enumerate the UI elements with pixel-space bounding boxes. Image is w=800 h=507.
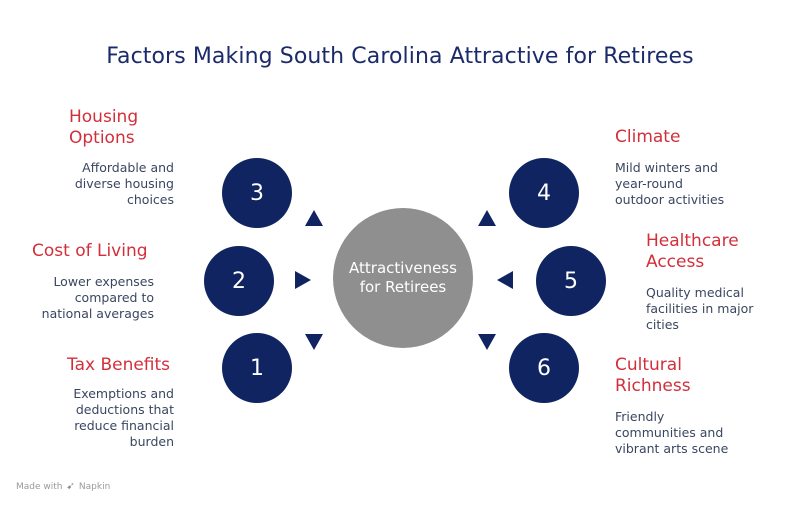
factor-3-description: Affordable and diverse housing choices: [74, 160, 174, 207]
made-with-footer: Made with ➹ Napkin: [16, 481, 110, 492]
factor-5-description: Quality medical facilities in major citi…: [646, 285, 754, 332]
factor-3-circle: 3: [222, 158, 292, 228]
diagram-title: Factors Making South Carolina Attractive…: [106, 44, 694, 69]
center-label-line1: Attractiveness: [349, 259, 457, 277]
factor-6-circle: 6: [509, 333, 579, 403]
factor-4-circle: 4: [509, 158, 579, 228]
napkin-logo-icon: ➹: [66, 481, 75, 492]
factor-2-circle: 2: [204, 246, 274, 316]
factor-1-description: Exemptions and deductions that reduce fi…: [73, 386, 174, 449]
center-hub: Attractiveness for Retirees: [333, 208, 473, 348]
factor-5-heading: Healthcare Access: [646, 231, 739, 272]
arrow-right-icon: [295, 271, 311, 289]
arrow-up-icon: [478, 210, 496, 226]
arrow-down-icon: [305, 334, 323, 350]
factor-1-heading: Tax Benefits: [67, 355, 171, 375]
factor-4-description: Mild winters and year-round outdoor acti…: [615, 160, 725, 207]
factor-2-description: Lower expenses compared to national aver…: [41, 274, 154, 321]
arrow-up-icon: [305, 210, 323, 226]
made-with-label: Made with: [16, 481, 63, 492]
factor-6-heading: Cultural Richness: [615, 355, 691, 396]
arrow-down-icon: [478, 334, 496, 350]
center-label-line2: for Retirees: [359, 278, 447, 296]
factor-2-heading: Cost of Living: [32, 241, 148, 261]
arrow-left-icon: [497, 271, 513, 289]
factor-5-circle: 5: [536, 246, 606, 316]
factor-1-circle: 1: [222, 333, 292, 403]
factor-3-heading: Housing Options: [69, 107, 139, 148]
brand-label: Napkin: [78, 481, 111, 492]
factor-4-heading: Climate: [615, 127, 681, 147]
factor-6-description: Friendly communities and vibrant arts sc…: [615, 409, 729, 456]
